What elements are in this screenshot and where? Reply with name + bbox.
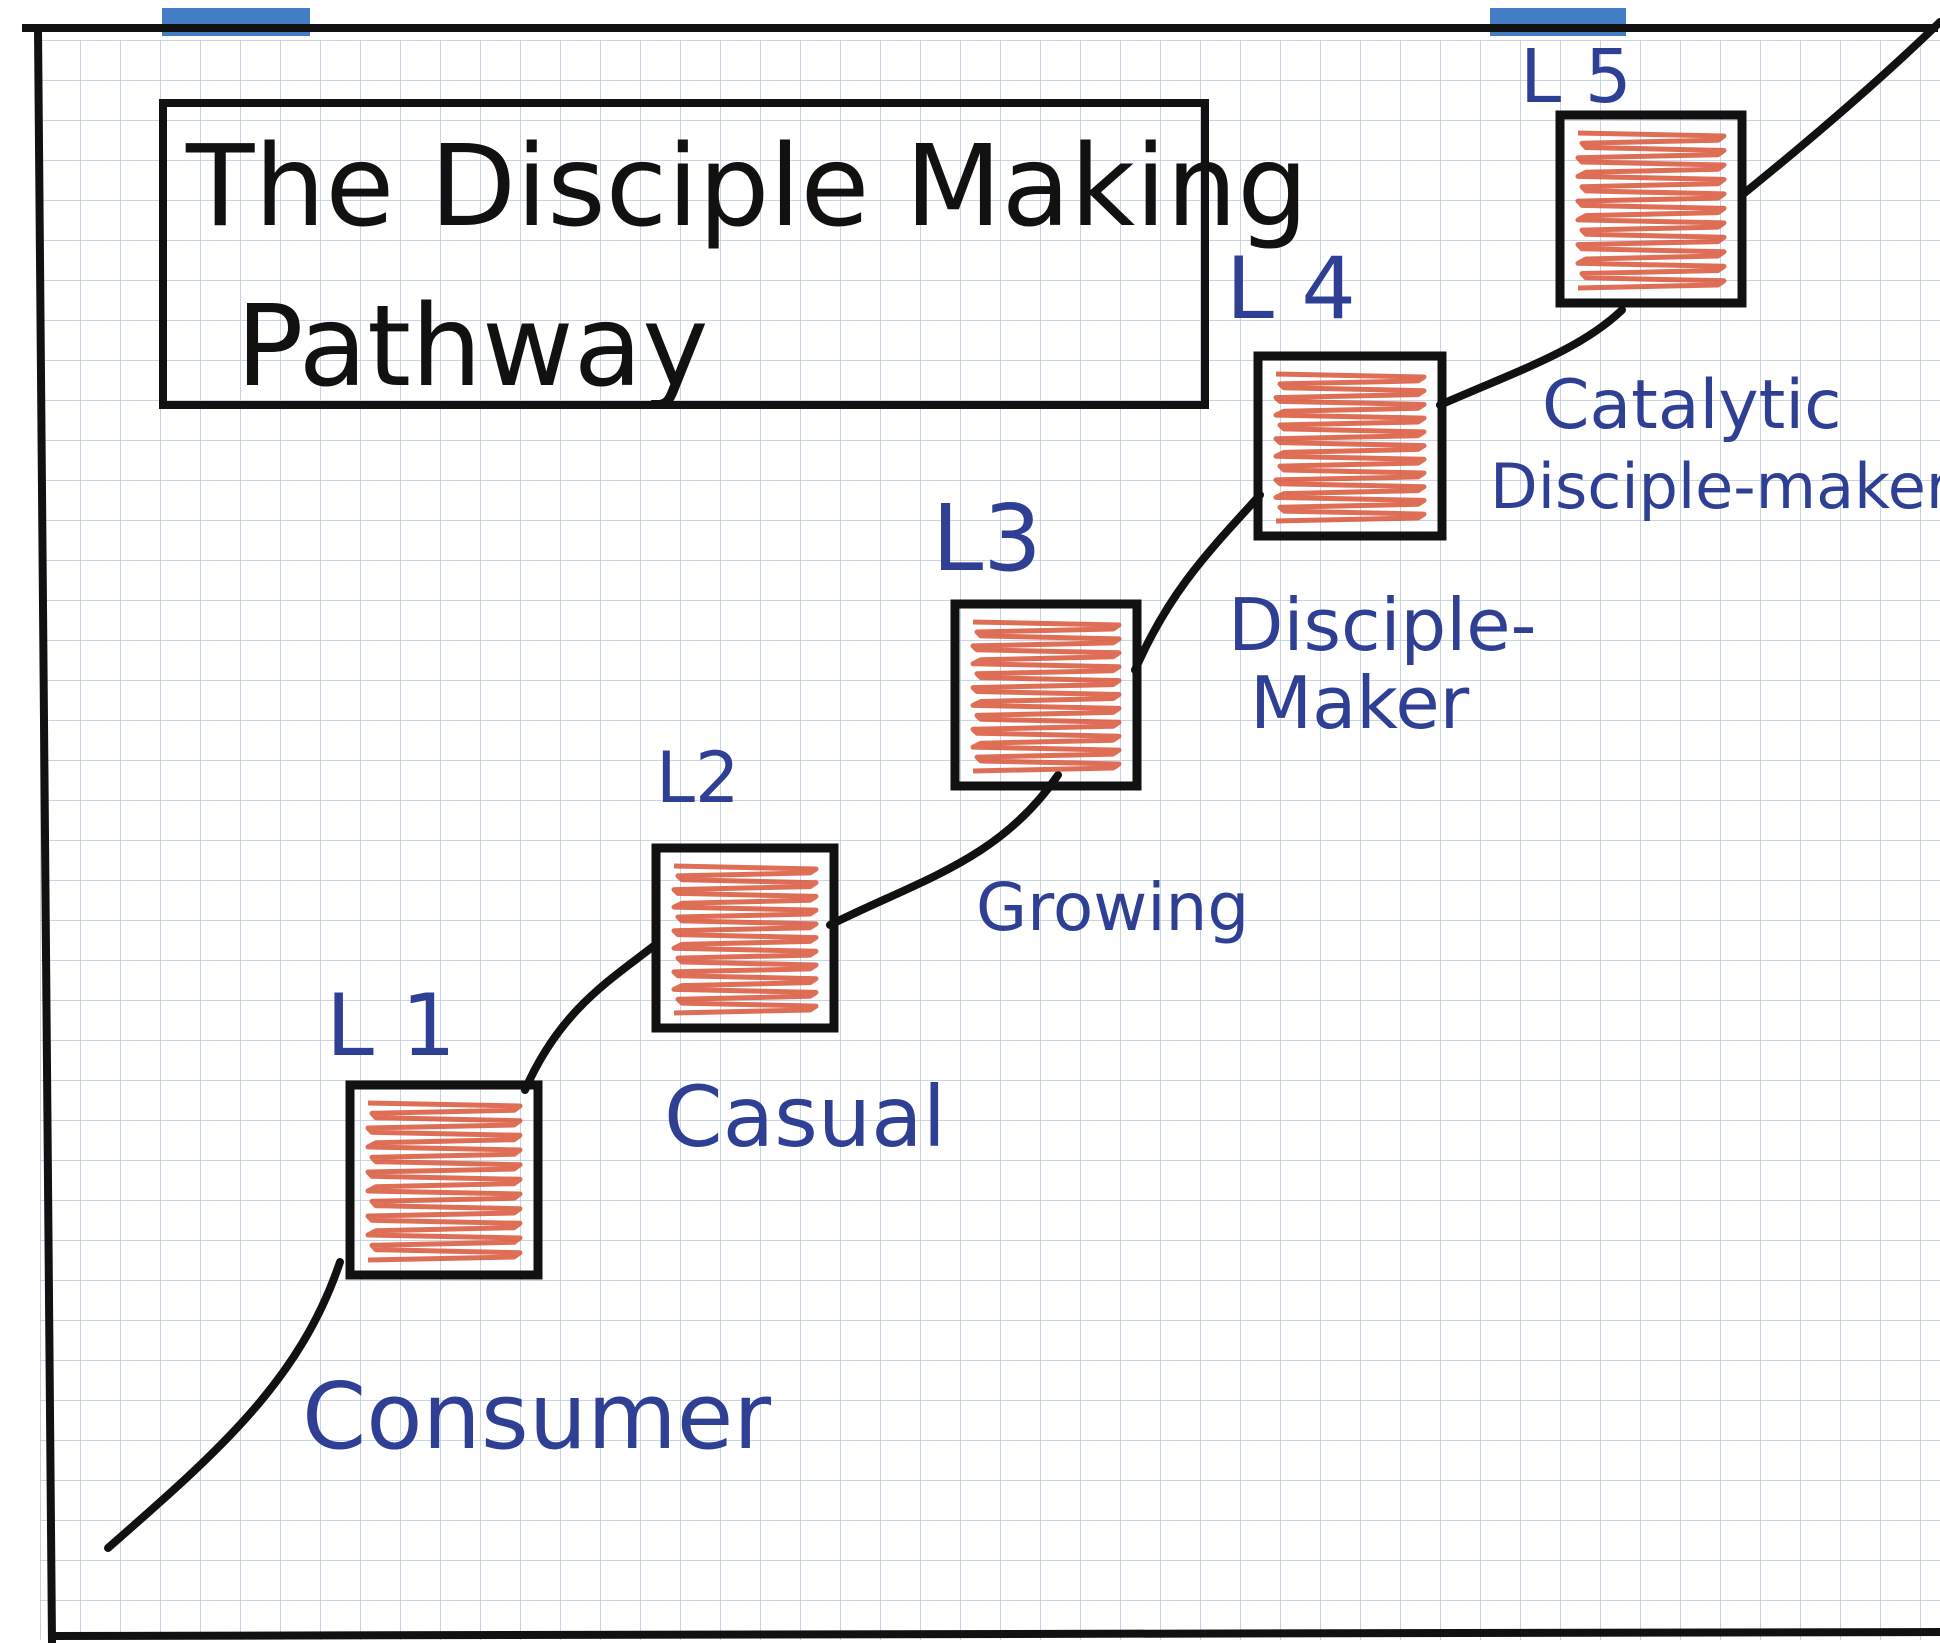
level-boxes — [345, 110, 1747, 1280]
level-5-name-line-2: Disciple-maker — [1490, 450, 1940, 523]
level-5-name: Catalytic — [1542, 366, 1842, 445]
level-3-box-outline — [950, 599, 1142, 791]
level-5-box-outline — [1555, 110, 1747, 308]
level-3-name: Growing — [976, 869, 1249, 946]
title-line-1: The Disciple Making — [185, 122, 1308, 252]
frame-left — [34, 29, 56, 1643]
level-4-name-line-2: Maker — [1250, 661, 1470, 745]
level-3-box — [950, 599, 1142, 791]
level-5-box — [1555, 110, 1747, 308]
title-box — [159, 99, 1209, 409]
level-4-box-outline — [1253, 351, 1447, 541]
level-1-scribble-fill — [365, 1100, 523, 1263]
level-1-box — [345, 1080, 543, 1280]
level-2-scribble-fill — [671, 863, 819, 1016]
level-3-code: L3 — [932, 485, 1042, 592]
level-3-scribble-fill — [970, 619, 1122, 774]
level-4-name: Disciple- — [1228, 583, 1537, 667]
level-1-code: L 1 — [326, 976, 456, 1076]
level-2-box — [651, 843, 839, 1033]
title-line-2: Pathway — [236, 282, 709, 412]
level-4-box — [1253, 351, 1447, 541]
level-2-box-outline — [651, 843, 839, 1033]
level-4-scribble-fill — [1273, 371, 1427, 524]
frame-bottom — [51, 1628, 1940, 1640]
level-1-box-outline — [345, 1080, 543, 1280]
pathway-curve — [104, 18, 1940, 1552]
level-2-code: L2 — [656, 737, 740, 819]
level-1-name: Consumer — [302, 1363, 771, 1470]
level-5-code: L 5 — [1520, 34, 1632, 120]
level-4-code: L 4 — [1226, 239, 1356, 339]
level-5-scribble-fill — [1575, 130, 1727, 291]
level-2-name: Casual — [664, 1068, 946, 1166]
